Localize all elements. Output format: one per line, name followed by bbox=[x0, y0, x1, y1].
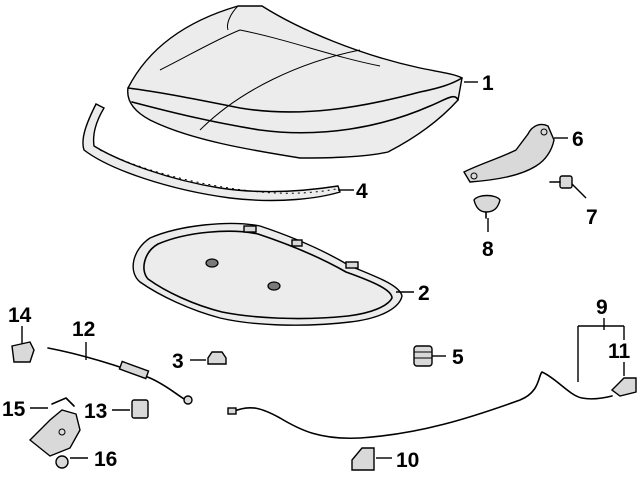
latch-bolt bbox=[55, 455, 69, 469]
callout-prop-rod: 12 bbox=[72, 318, 95, 341]
callout-latch-bolt: 16 bbox=[94, 448, 117, 471]
callout-cable: 9 bbox=[596, 296, 608, 319]
front-seal bbox=[82, 103, 341, 202]
prop-rod-holder bbox=[131, 399, 149, 419]
callout-cable-clip: 10 bbox=[396, 449, 419, 472]
leader-lines bbox=[21, 81, 625, 459]
hinge-bolt bbox=[549, 175, 573, 189]
prop-rod-grommet bbox=[11, 341, 35, 363]
retainer-clip bbox=[473, 194, 501, 219]
hood-panel bbox=[127, 5, 463, 159]
callout-hinge-bolt: 7 bbox=[586, 206, 598, 229]
prop-rod bbox=[47, 347, 193, 405]
callout-rod-grommet: 14 bbox=[8, 304, 32, 327]
callout-bumper: 3 bbox=[172, 350, 184, 373]
hood-hinge bbox=[463, 123, 555, 183]
callout-hood: 1 bbox=[482, 72, 494, 95]
callout-hinge: 6 bbox=[572, 128, 584, 151]
hood-latch bbox=[28, 397, 81, 457]
hood-insulator bbox=[132, 222, 403, 326]
hood-bumper bbox=[207, 351, 227, 365]
callout-retainer: 8 bbox=[482, 238, 494, 261]
callout-insulator: 2 bbox=[418, 282, 430, 305]
callout-stop: 5 bbox=[452, 346, 464, 369]
cable-clip bbox=[351, 447, 375, 471]
callout-labels: 1 2 3 4 5 6 7 8 9 10 11 12 13 14 15 16 bbox=[2, 72, 631, 472]
release-handle bbox=[610, 377, 637, 397]
callout-handle: 11 bbox=[608, 340, 631, 363]
callout-seal: 4 bbox=[356, 180, 368, 203]
hood-stop bbox=[413, 345, 433, 367]
callout-rod-holder: 13 bbox=[84, 400, 107, 423]
callout-latch: 15 bbox=[2, 398, 26, 421]
release-cable bbox=[227, 371, 613, 440]
